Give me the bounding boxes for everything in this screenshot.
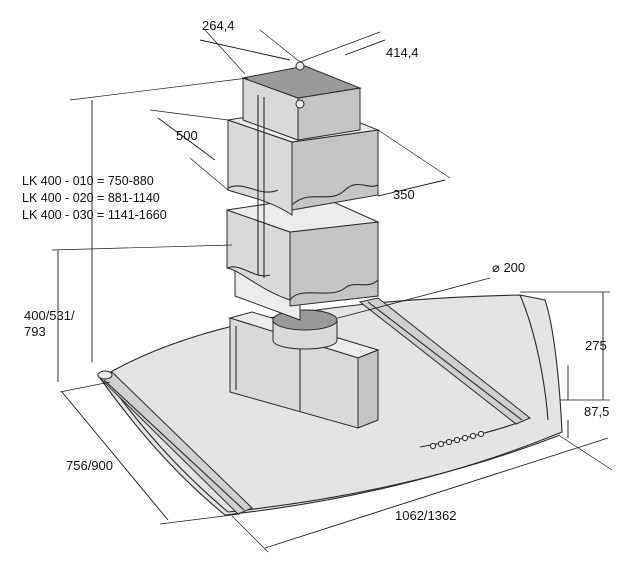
label-duct-diameter: ⌀ 200 <box>492 260 525 275</box>
label-chimney-height-line-1: 400/531/ <box>24 308 75 323</box>
label-top-width: 264,4 <box>202 18 235 33</box>
label-top-depth: 414,4 <box>386 45 419 60</box>
dimension-lines <box>51 29 613 553</box>
model-line-2: LK 400 - 020 = 881-1140 <box>22 191 160 205</box>
label-upper-flue-width: 500 <box>176 128 198 143</box>
model-line-1: LK 400 - 010 = 750-880 <box>22 174 154 188</box>
dimension-labels: 264,4 414,4 500 350 ⌀ 200 275 87,5 756/9… <box>22 18 609 523</box>
label-depth: 756/900 <box>66 458 113 473</box>
chimney-flue <box>226 61 380 321</box>
left-rail <box>97 370 253 515</box>
right-rail <box>358 297 531 425</box>
label-chimney-height-line-2: 793 <box>24 324 46 339</box>
label-front-edge: 87,5 <box>584 404 609 419</box>
duct-collar <box>272 309 338 350</box>
label-hood-height: 275 <box>585 338 607 353</box>
label-width: 1062/1362 <box>395 508 456 523</box>
model-line-3: LK 400 - 030 = 1141-1660 <box>22 208 167 222</box>
control-buttons <box>429 430 485 450</box>
label-lower-flue-depth: 350 <box>393 187 415 202</box>
